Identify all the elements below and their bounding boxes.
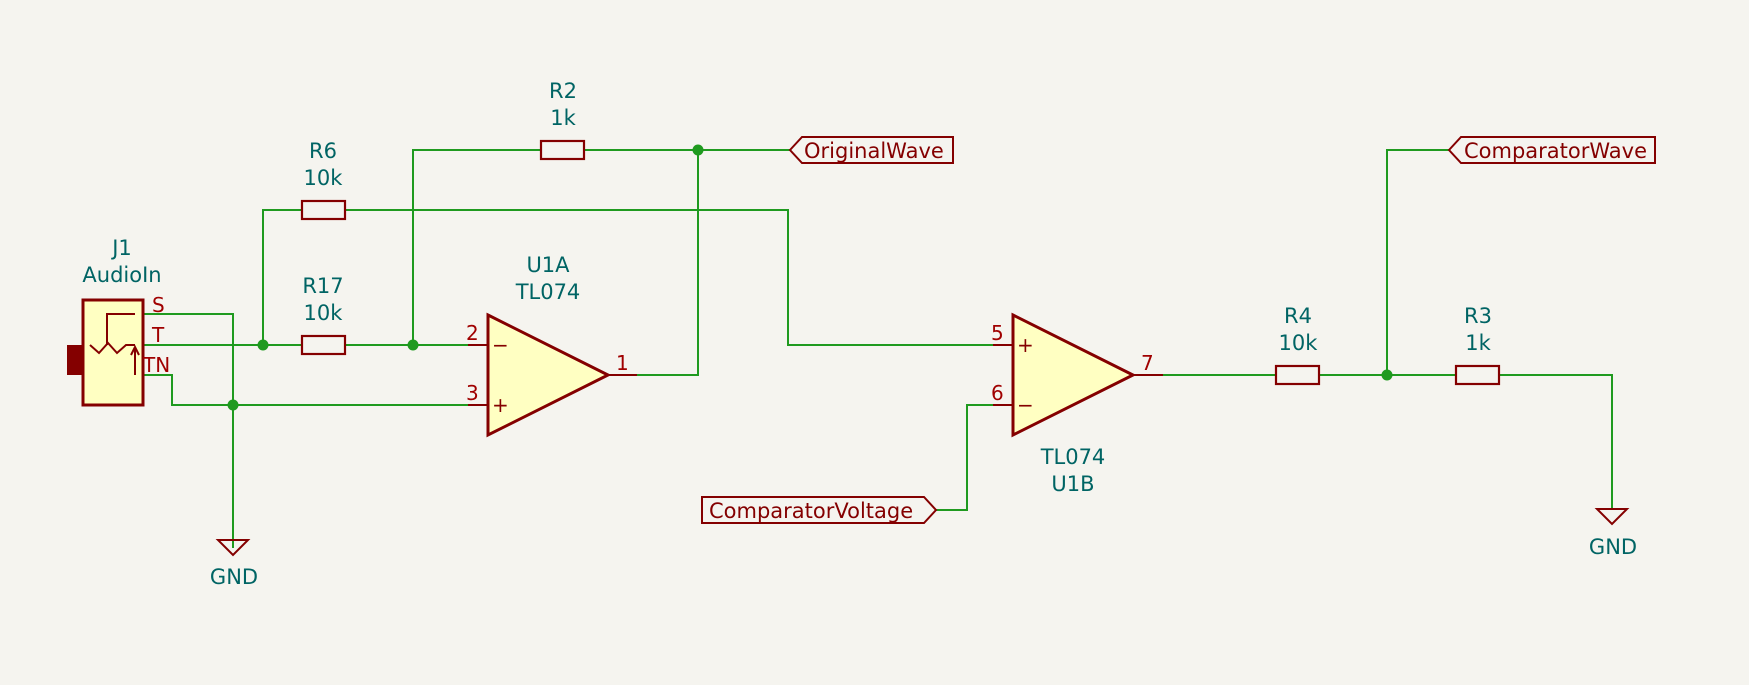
resistor-body	[539, 139, 586, 161]
junctions	[227, 144, 1393, 411]
r6-value: 10k	[304, 166, 344, 190]
wire-j1-tn	[135, 374, 468, 406]
r2-ref: R2	[549, 79, 577, 103]
label-comparator-voltage[interactable]: ComparatorVoltage	[701, 496, 938, 524]
jack-tn-arrow	[130, 344, 140, 356]
u1b-pin-inv: 6	[991, 381, 1004, 405]
gnd-right-text: GND	[1589, 535, 1637, 559]
label-flag	[1447, 136, 1656, 164]
junction-dot	[407, 339, 419, 351]
r3-value: 1k	[1465, 331, 1491, 355]
j1-pin-t: T	[151, 323, 165, 347]
u1a-plus-sign: +	[492, 393, 509, 417]
wire-r6-right	[345, 209, 993, 346]
resistor-r2[interactable]: R2 1k	[539, 79, 586, 161]
opamp-u1b[interactable]: + − 5 6 7 TL074 U1B	[991, 312, 1163, 496]
u1a-pin-inv: 2	[466, 321, 479, 345]
opamp-triangle	[1011, 312, 1137, 438]
j1-ref: J1	[110, 236, 132, 260]
wires	[135, 149, 1613, 548]
j1-value: AudioIn	[82, 263, 161, 287]
r17-ref: R17	[302, 274, 343, 298]
wire-r3-gnd	[1499, 374, 1613, 509]
label-comparator-wave[interactable]: ComparatorWave	[1447, 136, 1656, 164]
wire-u1a-out	[637, 150, 699, 376]
jack-s-contact	[106, 313, 135, 345]
u1b-pin-noninv: 5	[991, 321, 1004, 345]
gnd-symbol-right[interactable]: GND	[1589, 508, 1637, 559]
resistor-body	[300, 199, 347, 221]
u1b-pin-out: 7	[1141, 351, 1154, 375]
resistor-r4[interactable]: R4 10k	[1274, 304, 1321, 386]
wire-compvolt	[936, 404, 993, 511]
j1-pin-tn: TN	[142, 353, 170, 377]
junction-dot	[1381, 369, 1393, 381]
opamp-triangle	[486, 312, 612, 438]
wire-j1-s	[135, 313, 234, 548]
label-flag	[788, 136, 954, 164]
opamp-u1a[interactable]: − + 2 3 1 U1A TL074	[466, 253, 637, 438]
resistor-r17[interactable]: R17 10k	[300, 274, 347, 356]
wire-r2-left	[412, 149, 541, 345]
jack-sleeve-tab	[67, 345, 83, 375]
jack-body	[81, 298, 145, 407]
comparator-voltage-text: ComparatorVoltage	[709, 499, 913, 523]
comparator-wave-text: ComparatorWave	[1464, 139, 1647, 163]
gnd-triangle	[1594, 508, 1630, 526]
junction-dot	[692, 144, 704, 156]
u1a-minus-sign: −	[492, 333, 509, 357]
j1-audio-jack[interactable]: S T TN J1 AudioIn	[67, 236, 170, 407]
junction-dot	[257, 339, 269, 351]
u1a-pin-out: 1	[616, 351, 629, 375]
u1a-pin-noninv: 3	[466, 381, 479, 405]
wire-compwave	[1386, 149, 1449, 375]
jack-t-contact	[89, 341, 135, 355]
r3-ref: R3	[1464, 304, 1492, 328]
resistor-body	[1274, 364, 1321, 386]
original-wave-text: OriginalWave	[804, 139, 944, 163]
resistor-r3[interactable]: R3 1k	[1454, 304, 1501, 386]
r6-ref: R6	[309, 139, 337, 163]
r2-value: 1k	[550, 106, 576, 130]
gnd-left-text: GND	[210, 565, 258, 589]
resistor-r6[interactable]: R6 10k	[300, 139, 347, 221]
u1a-ref: U1A	[526, 253, 570, 277]
gnd-triangle	[215, 539, 251, 557]
r4-ref: R4	[1284, 304, 1312, 328]
j1-pin-s: S	[152, 293, 165, 317]
label-flag	[701, 496, 938, 524]
resistor-body	[300, 334, 347, 356]
gnd-symbol-left[interactable]: GND	[210, 539, 258, 589]
wire-r6-left	[262, 209, 302, 345]
u1b-value: TL074	[1040, 445, 1106, 469]
u1a-value: TL074	[515, 280, 581, 304]
r4-value: 10k	[1279, 331, 1319, 355]
resistor-body	[1454, 364, 1501, 386]
r17-value: 10k	[304, 301, 344, 325]
u1b-plus-sign: +	[1017, 333, 1034, 357]
label-original-wave[interactable]: OriginalWave	[788, 136, 954, 164]
u1b-ref: U1B	[1051, 472, 1094, 496]
junction-dot	[227, 399, 239, 411]
u1b-minus-sign: −	[1017, 393, 1034, 417]
